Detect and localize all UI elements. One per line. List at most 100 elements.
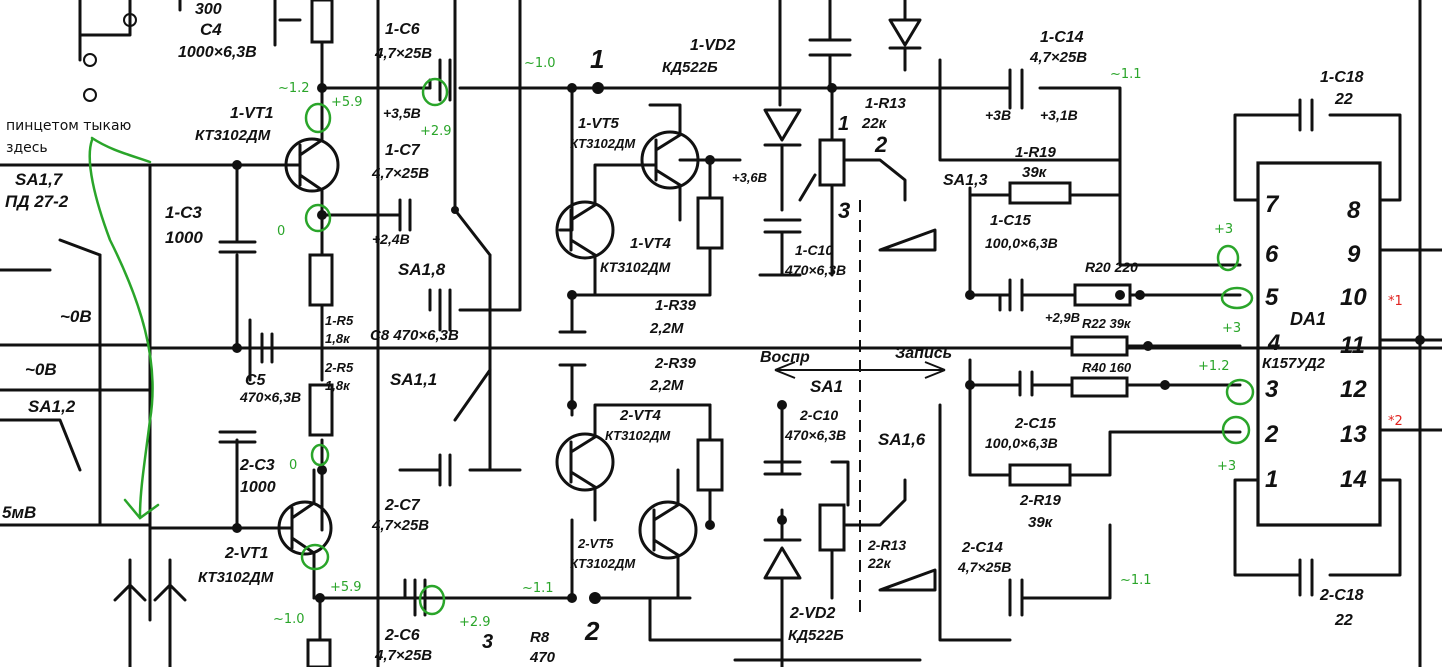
label-c10bv: 470×6,3В <box>784 427 846 443</box>
red-note-2: *2 <box>1388 414 1403 429</box>
voltage-pin2: +3 <box>1217 459 1236 474</box>
label-c7v: 4,7×25В <box>371 165 429 182</box>
red-notes: *1 *2 <box>1388 294 1403 429</box>
label-vt4bm: КТ3102ДМ <box>605 428 671 443</box>
label-node2-r13: 2 <box>874 132 888 157</box>
label-vd2b: 2-VD2 <box>789 605 835 622</box>
label-c6b: 2-C6 <box>384 627 420 644</box>
label-pin6: 6 <box>1265 241 1279 268</box>
label-c3: 1-C3 <box>165 203 202 222</box>
label-v24: +2,4В <box>372 231 410 247</box>
label-pin12: 12 <box>1340 376 1367 403</box>
label-v36: +3,6В <box>732 170 767 185</box>
label-pin14: 14 <box>1340 466 1367 493</box>
label-c14b: 2-C14 <box>961 539 1004 556</box>
label-r39b: 2-R39 <box>654 355 697 372</box>
label-vt4b: 2-VT4 <box>619 407 662 424</box>
label-c18v: 22 <box>1334 91 1353 108</box>
label-pin4: 4 <box>1267 330 1280 355</box>
label-pin1: 1 <box>1265 466 1278 493</box>
label-node2: 2 <box>584 616 600 646</box>
label-c10: 1-C10 <box>795 242 833 258</box>
label-r8: R8 <box>530 629 550 646</box>
label-c3b: 2-C3 <box>239 457 275 474</box>
label-sa18: SA1,8 <box>398 260 446 279</box>
label-r13b: 2-R13 <box>867 537 906 553</box>
label-c15bv: 100,0×6,3В <box>985 435 1058 451</box>
label-c5: C5 <box>245 372 267 389</box>
label-r5b: 2-R5 <box>324 360 354 375</box>
label-c3bv: 1000 <box>240 479 276 496</box>
label-r13v: 22к <box>861 115 888 132</box>
label-c14bv: 4,7×25В <box>957 559 1011 575</box>
label-sa1: SA1 <box>810 377 843 396</box>
label-c15: 1-C15 <box>990 212 1032 229</box>
label-r39v: 2,2М <box>649 320 684 337</box>
label-v300: 300 <box>195 1 222 18</box>
label-c18bv: 22 <box>1334 612 1353 629</box>
label-c8: C8 470×6,3В <box>370 327 459 344</box>
label-sa11: SA1,1 <box>390 370 437 389</box>
label-r5a: 1-R5 <box>325 313 354 328</box>
label-c4v: 1000×6,3В <box>178 44 257 61</box>
label-c18b: 2-C18 <box>1319 587 1364 604</box>
label-c5v: 470×6,3В <box>239 389 301 405</box>
label-node3: 3 <box>482 631 493 653</box>
label-pin9: 9 <box>1347 241 1361 268</box>
label-vd2: 1-VD2 <box>690 37 735 54</box>
label-zero-b: ~0В <box>60 307 92 326</box>
voltage-2-9-top: +2.9 <box>420 124 452 139</box>
voltage-pin3: +1.2 <box>1198 359 1230 374</box>
label-r5av: 1,8к <box>325 331 351 346</box>
label-pin13: 13 <box>1340 421 1367 448</box>
label-c7: 1-C7 <box>385 142 421 159</box>
label-c4: C4 <box>200 20 222 39</box>
green-circles <box>300 77 1255 616</box>
label-v31: +3,1В <box>1040 107 1078 123</box>
label-pin5: 5 <box>1265 284 1279 311</box>
label-r22: R22 39к <box>1082 316 1132 331</box>
label-c10b: 2-C10 <box>799 407 838 423</box>
label-pin11: 11 <box>1340 332 1365 359</box>
label-sa17: SA1,7 <box>15 170 64 189</box>
schematic-labels: SA1,7 ПД 27-2 300 C4 1000×6,3В 1-VT1 КТ3… <box>2 1 1367 666</box>
label-vt5m: КТ3102ДМ <box>570 136 636 151</box>
annotation-arrow <box>88 136 160 520</box>
label-r19b: 2-R19 <box>1019 492 1062 509</box>
label-vt1bm: КТ3102ДМ <box>198 569 274 586</box>
label-vt1: 1-VT1 <box>230 105 274 122</box>
annotation-line1: пинцетом тыкаю <box>6 118 132 134</box>
label-r13: 1-R13 <box>865 95 907 112</box>
annotation-line2: здесь <box>6 140 48 156</box>
label-c14: 1-C14 <box>1040 29 1084 46</box>
voltage-1-2: ~1.2 <box>278 81 310 96</box>
voltage-1-1-top: ~1.1 <box>1110 67 1142 82</box>
label-vd2bm: КД522Б <box>788 627 844 644</box>
voltage-1-1-mid: ~1.1 <box>522 581 554 596</box>
label-vt1b: 2-VT1 <box>224 545 269 562</box>
label-node1: 1 <box>590 44 604 74</box>
label-node3-r13: 3 <box>838 198 850 223</box>
label-r8v: 470 <box>529 649 556 666</box>
voltage-0-top: 0 <box>277 224 285 239</box>
label-pin10: 10 <box>1340 284 1367 311</box>
voltage-1-0-bottom: ~1.0 <box>273 612 305 627</box>
label-vd2m: КД522Б <box>662 59 718 76</box>
label-sa12: SA1,2 <box>28 397 76 416</box>
label-vt5bm: КТ3102ДМ <box>570 556 636 571</box>
label-r13bv: 22к <box>867 555 892 571</box>
label-r19: 1-R19 <box>1015 144 1057 161</box>
label-c18: 1-C18 <box>1320 69 1364 86</box>
voltage-5-9-bottom: +5.9 <box>330 580 362 595</box>
voltage-1-0-top: ~1.0 <box>524 56 556 71</box>
voltage-1-1-bottom: ~1.1 <box>1120 573 1152 588</box>
label-c3v: 1000 <box>165 228 203 247</box>
label-chip-type: К157УД2 <box>1262 355 1326 372</box>
label-node1-r13: 1 <box>838 113 849 135</box>
label-sa16: SA1,6 <box>878 430 926 449</box>
label-v35: +3,5В <box>383 105 421 121</box>
label-r40: R40 160 <box>1082 360 1132 375</box>
label-vt4m: КТ3102ДМ <box>600 259 671 275</box>
label-r39bv: 2,2М <box>649 377 684 394</box>
